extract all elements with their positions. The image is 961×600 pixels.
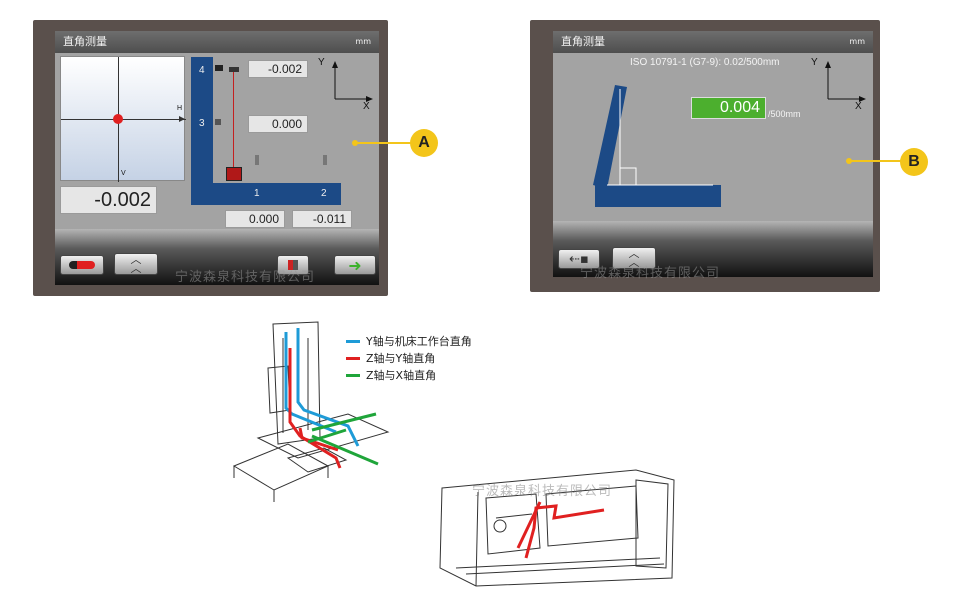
sensor-4-icon — [215, 65, 223, 71]
grid-button[interactable] — [277, 255, 309, 275]
value-unit: /500mm — [768, 109, 801, 119]
unit-label: mm — [849, 37, 865, 46]
base-bar — [191, 183, 341, 205]
y-axis-label: Y — [811, 57, 818, 68]
level-bubble — [113, 114, 123, 124]
measurement-line — [233, 69, 234, 167]
position-2-label: 2 — [321, 188, 327, 199]
screen-a: 直角测量 mm H V -0.002 4 3 1 2 — [55, 31, 379, 285]
expand-button[interactable]: ︿︿ — [612, 247, 656, 269]
screen-title: 直角测量 — [63, 35, 107, 48]
legend-item-zx: Z轴与X轴直角 — [346, 367, 436, 383]
reading-3: 0.000 — [248, 115, 308, 133]
legend-swatch — [346, 339, 360, 343]
toggle-icon — [69, 261, 95, 269]
lathe-watermark: 宁波森泉科技有限公司 — [472, 484, 613, 499]
bottom-bar — [55, 229, 379, 285]
value-display: 0.004 — [691, 97, 766, 119]
square-schematic — [593, 85, 721, 207]
title-bar: 直角测量 mm — [55, 31, 379, 53]
x-axis-label: X — [855, 101, 862, 112]
bottom-bar — [553, 221, 873, 277]
legend-swatch — [346, 356, 360, 360]
screen-b: 直角测量 mm ISO 10791-1 (G7-9): 0.02/500mm 0… — [553, 31, 873, 277]
callout-a-dot — [352, 140, 358, 146]
value-text: 0.004 — [719, 99, 760, 116]
crosshair-horizontal — [61, 119, 186, 120]
callout-a-line — [356, 142, 412, 144]
toggle-button[interactable] — [60, 255, 104, 275]
main-value-display: -0.002 — [60, 186, 157, 214]
position-3-label: 3 — [199, 118, 205, 129]
sensor-3-icon — [215, 119, 221, 125]
legend-swatch — [346, 373, 360, 377]
axes-icon — [825, 61, 866, 102]
position-4-label: 4 — [199, 65, 205, 76]
next-button[interactable]: ➜ — [334, 255, 376, 275]
legend-label: Z轴与X轴直角 — [366, 369, 437, 382]
legend-label: Y轴与机床工作台直角 — [366, 335, 472, 348]
reading-1: 0.000 — [225, 210, 285, 228]
callout-b-dot — [846, 158, 852, 164]
sensor-right-icon — [323, 155, 327, 165]
level-device-icon — [226, 167, 242, 181]
h-arrow-icon — [179, 116, 185, 122]
v-axis-label: V — [121, 170, 126, 177]
level-crosshair-display: H V — [60, 56, 186, 182]
watermark-b: 宁波森泉科技有限公司 — [580, 266, 721, 281]
back-arrow-icon: ⇠▪ — [569, 251, 589, 267]
sensor-mid-icon — [255, 155, 259, 165]
sensor-top-icon — [229, 67, 239, 72]
watermark-a: 宁波森泉科技有限公司 — [175, 270, 316, 285]
chevron-up-icon: ︿︿ — [130, 253, 142, 275]
callout-b-line — [850, 160, 902, 162]
device-b: 直角测量 mm ISO 10791-1 (G7-9): 0.02/500mm 0… — [530, 20, 880, 292]
machine-schematic: 4 3 1 2 — [191, 57, 341, 207]
column-bar — [191, 57, 213, 205]
h-axis-label: H — [177, 105, 183, 112]
screen-title: 直角测量 — [561, 35, 605, 48]
reading-4: -0.002 — [248, 60, 308, 78]
axes-icon — [332, 61, 373, 102]
reading-2: -0.011 — [292, 210, 352, 228]
position-1-label: 1 — [254, 188, 260, 199]
arrow-right-icon: ➜ — [348, 255, 362, 275]
callout-b-badge: B — [900, 148, 928, 176]
unit-label: mm — [355, 37, 371, 46]
grid-icon — [288, 260, 298, 270]
legend-label: Z轴与Y轴直角 — [366, 352, 436, 365]
callout-a-badge: A — [410, 129, 438, 157]
device-a: 直角测量 mm H V -0.002 4 3 1 2 — [33, 20, 388, 296]
legend-item-zy: Z轴与Y轴直角 — [346, 350, 435, 366]
title-bar: 直角测量 mm — [553, 31, 873, 53]
lathe-illustration — [439, 469, 675, 587]
chevron-up-icon: ︿︿ — [628, 247, 640, 269]
legend-item-y: Y轴与机床工作台直角 — [346, 333, 472, 349]
standard-label: ISO 10791-1 (G7-9): 0.02/500mm — [630, 57, 780, 68]
y-axis-label: Y — [318, 57, 325, 68]
back-button[interactable]: ⇠▪ — [558, 249, 600, 269]
x-axis-label: X — [363, 101, 370, 112]
expand-button[interactable]: ︿︿ — [114, 253, 158, 275]
axis-lines-overlay — [284, 328, 379, 469]
